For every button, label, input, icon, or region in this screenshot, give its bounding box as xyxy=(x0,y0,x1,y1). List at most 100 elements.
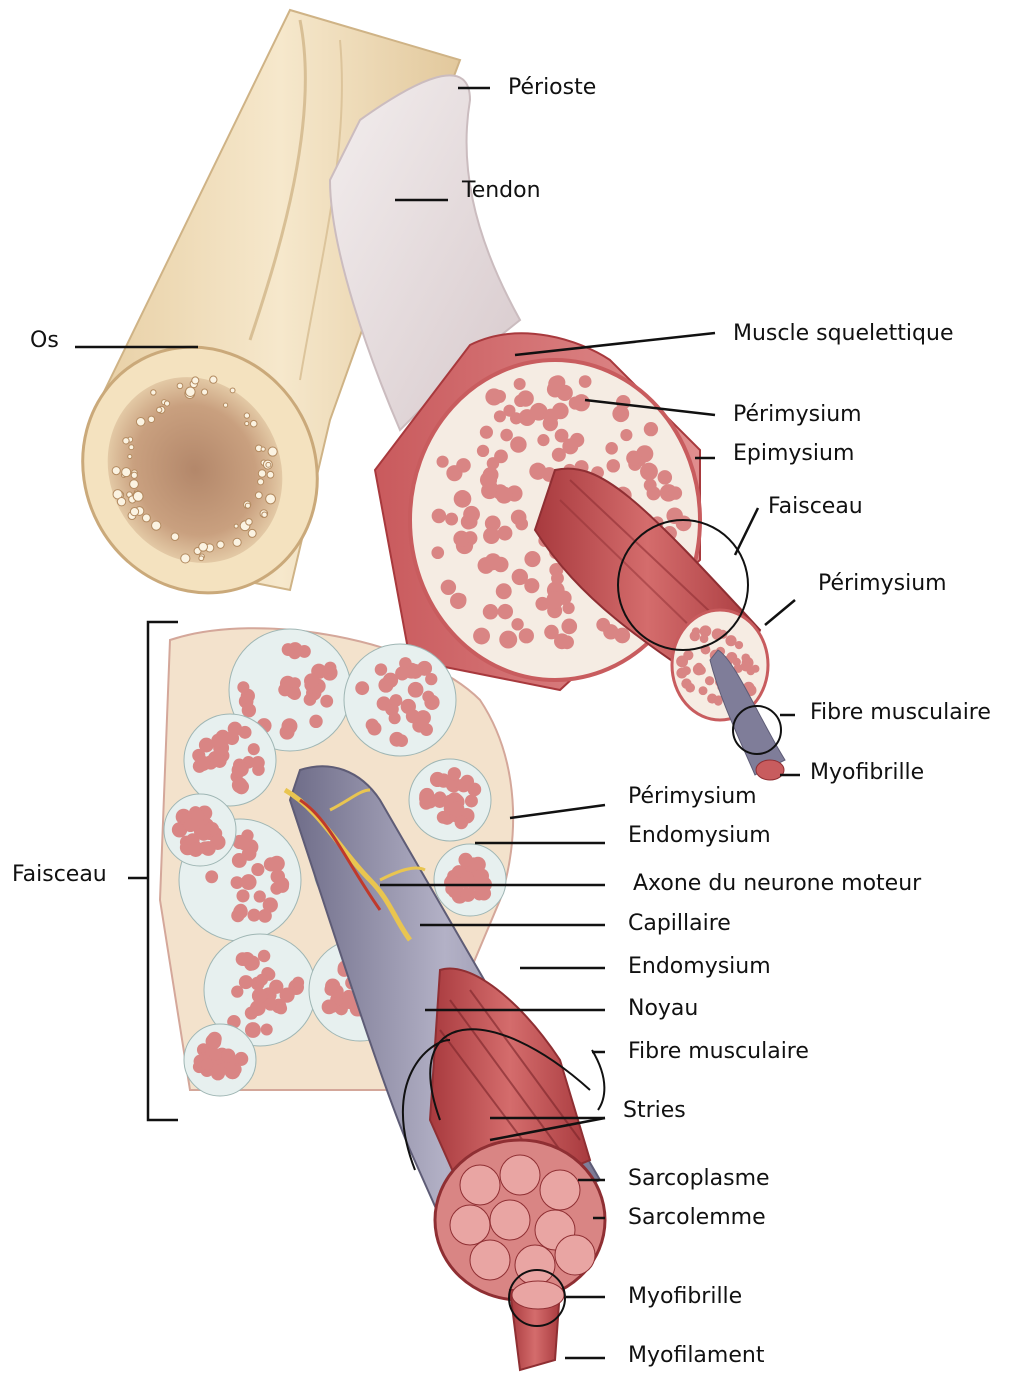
bone-pore xyxy=(258,479,264,485)
muscle-cell xyxy=(517,390,533,406)
fiber-cell xyxy=(245,1022,261,1038)
fiber-cell xyxy=(205,870,218,883)
label-stries: Stries xyxy=(623,1100,686,1122)
myofibril-end xyxy=(460,1165,500,1205)
fiber-cell xyxy=(238,838,251,851)
fiber-cell xyxy=(699,686,708,695)
fiber-cell xyxy=(378,678,393,693)
label-fibre-musculaire-top: Fibre musculaire xyxy=(810,702,991,724)
muscle-cell xyxy=(432,509,447,524)
muscle-cell xyxy=(483,604,498,619)
muscle-cell xyxy=(453,531,469,547)
fiber-cell xyxy=(228,722,242,736)
label-perioste: Périoste xyxy=(508,77,596,99)
fiber-cell xyxy=(232,853,247,868)
label-noyau: Noyau xyxy=(628,998,698,1020)
fiber-cell xyxy=(245,1006,258,1019)
fiber-cell xyxy=(280,988,295,1003)
muscle-cell xyxy=(605,442,618,455)
muscle-cell xyxy=(561,619,577,635)
label-endomysium-2: Endomysium xyxy=(628,956,771,978)
muscle-cell xyxy=(640,463,658,481)
fiber-cell xyxy=(460,872,474,886)
bone-pore xyxy=(171,533,179,541)
fiber-cell xyxy=(690,631,700,641)
fiber-cell xyxy=(276,880,289,893)
fiber-cell xyxy=(406,709,420,723)
muscle-cell xyxy=(480,426,493,439)
muscle-cell xyxy=(658,470,672,484)
fiber-cell xyxy=(367,722,381,736)
bone-pore xyxy=(261,447,265,451)
muscle-cell xyxy=(485,481,498,494)
fiber-cell xyxy=(256,974,268,986)
bone-pore xyxy=(148,416,154,422)
muscle-cell xyxy=(493,557,509,573)
fiber-cell xyxy=(355,681,369,695)
muscle-cell xyxy=(494,449,508,463)
fiber-cell xyxy=(422,691,434,703)
label-endomysium-1: Endomysium xyxy=(628,825,771,847)
fiber-cell xyxy=(304,673,319,688)
label-fibre-musculaire-low: Fibre musculaire xyxy=(628,1041,809,1063)
muscle-cell xyxy=(607,459,620,472)
bone-pore xyxy=(136,417,145,426)
fiber-cell xyxy=(275,1002,287,1014)
muscle-cell xyxy=(445,513,458,526)
bone-pore xyxy=(267,471,274,478)
bone-pore xyxy=(245,503,250,508)
fiber-cell xyxy=(700,634,709,643)
bone-pore xyxy=(266,494,276,504)
label-myofilament: Myofilament xyxy=(628,1345,764,1367)
label-myofibrille-low: Myofibrille xyxy=(628,1286,742,1308)
label-os: Os xyxy=(30,330,59,352)
muscle-cell xyxy=(626,451,641,466)
fiber-cell xyxy=(697,666,706,675)
fiber-cell xyxy=(234,904,247,917)
muscle-cell xyxy=(555,429,569,443)
fiber-cell xyxy=(458,853,472,867)
bone-pore xyxy=(245,421,249,425)
muscle-cell xyxy=(494,410,506,422)
muscle-cell xyxy=(644,422,658,436)
myofibril-end xyxy=(540,1170,580,1210)
label-muscle-squelettique: Muscle squelettique xyxy=(733,323,953,345)
fiber-cell xyxy=(197,827,211,841)
fiber-cell xyxy=(244,958,257,971)
muscle-cell xyxy=(524,551,540,567)
fiber-cell xyxy=(201,1058,213,1070)
bone-pore xyxy=(128,454,132,458)
fiber-cell xyxy=(395,666,409,680)
muscle-cell xyxy=(510,412,522,424)
fiber-cell xyxy=(206,1034,220,1048)
fiber-cell xyxy=(196,756,211,771)
muscle-cell xyxy=(612,405,629,422)
fiber-cell xyxy=(322,999,337,1014)
fiber-cell xyxy=(251,863,264,876)
bone-pore xyxy=(152,521,161,530)
muscle-cell xyxy=(496,583,512,599)
muscle-cell xyxy=(669,486,682,499)
bone-pore xyxy=(164,401,169,406)
label-tendon: Tendon xyxy=(462,180,541,202)
myofibril-end xyxy=(500,1155,540,1195)
bone-pore xyxy=(123,438,129,444)
fiber-cell xyxy=(226,1065,240,1079)
fiber-cell xyxy=(231,985,243,997)
muscle-cell xyxy=(510,436,526,452)
label-perimysium-low: Périmysium xyxy=(628,786,757,808)
fiber-cell xyxy=(377,696,391,710)
myofibril-end xyxy=(555,1235,595,1275)
fiber-cell xyxy=(676,656,688,668)
fiber-cell xyxy=(241,874,257,890)
myofibril-end xyxy=(515,1245,555,1285)
fiber-cell xyxy=(419,789,434,804)
fiber-cell xyxy=(232,762,247,777)
fiber-cell xyxy=(252,988,267,1003)
fiber-cell xyxy=(211,734,225,748)
muscle-cell xyxy=(450,593,466,609)
fiber-cell xyxy=(326,980,339,993)
muscle-cell xyxy=(552,403,569,420)
